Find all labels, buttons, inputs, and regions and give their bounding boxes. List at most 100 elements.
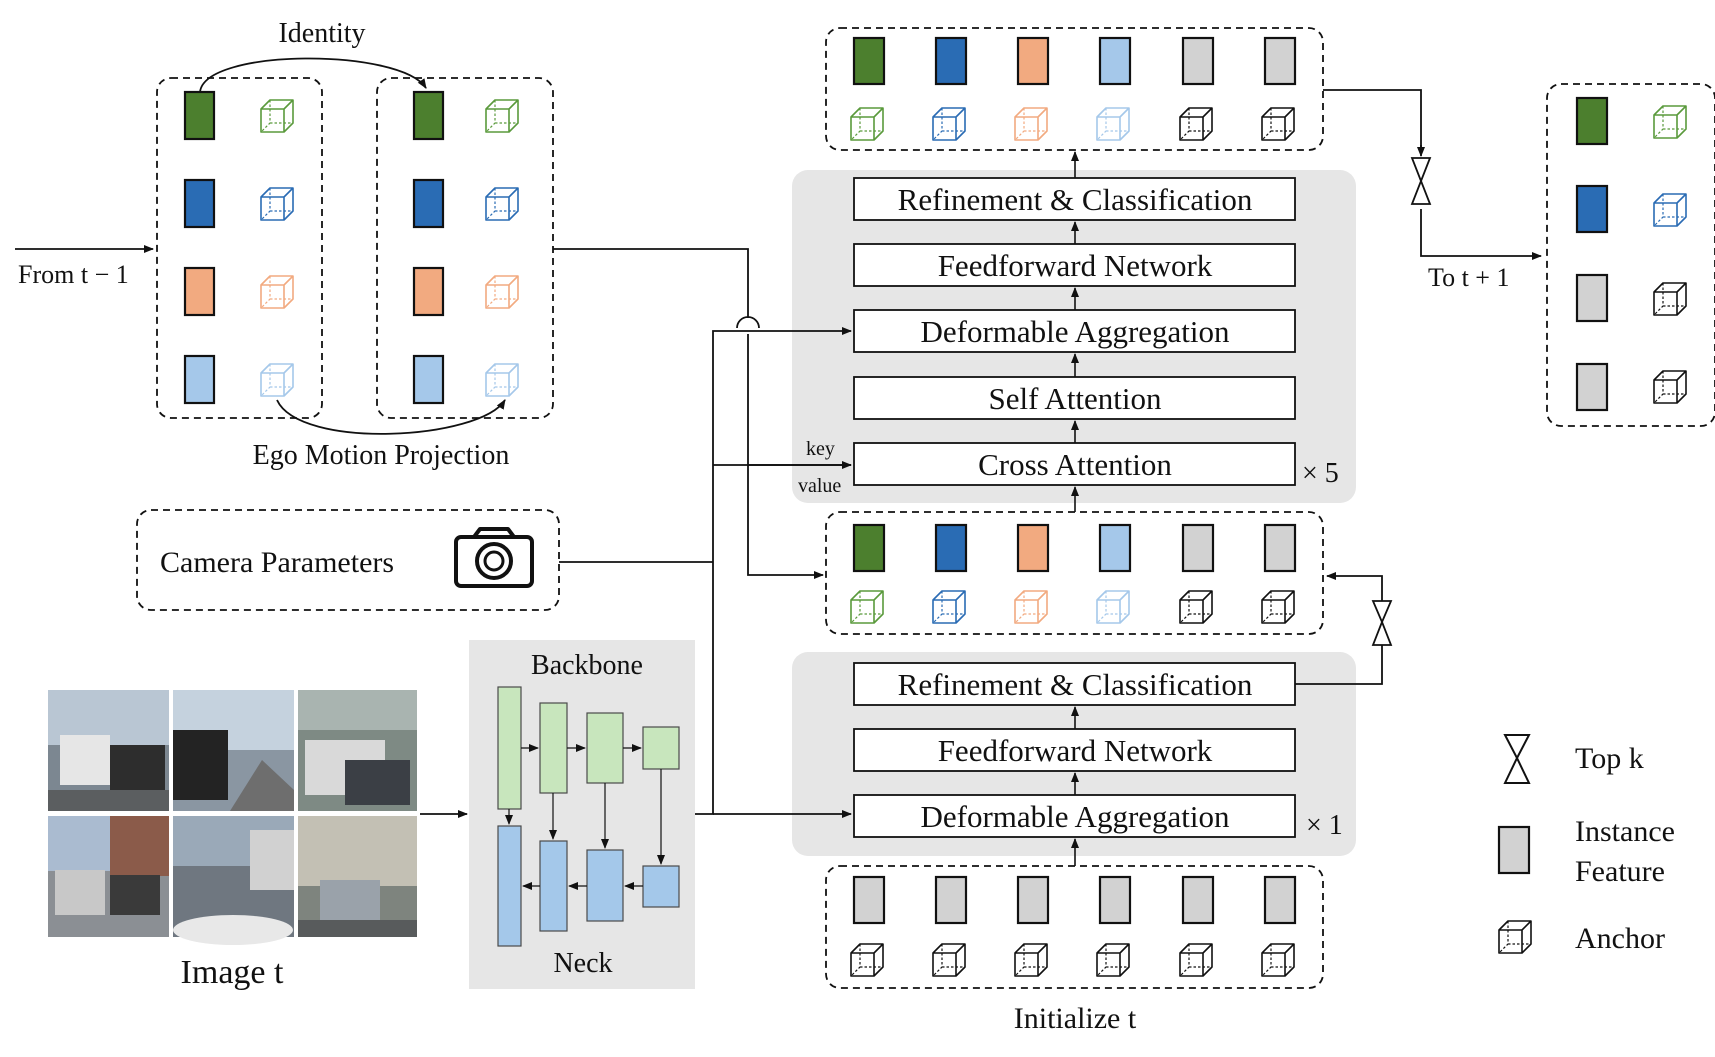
instance-feature <box>1181 523 1215 573</box>
anchor-cube-icon <box>1261 943 1295 977</box>
instance-feature <box>852 523 886 573</box>
topk-hourglass-icon <box>1503 734 1531 784</box>
anchor-cube-icon <box>1261 590 1295 624</box>
instance-feature <box>183 266 216 317</box>
instance-feature <box>412 266 445 317</box>
anchor-cube-icon <box>1179 590 1213 624</box>
instance-feature <box>1263 875 1297 925</box>
anchor-cube-icon <box>1096 107 1130 141</box>
anchor-cube-icon <box>1096 590 1130 624</box>
deformable-block-init <box>853 794 1296 838</box>
instance-feature <box>852 875 886 925</box>
ffn-label-init: Feedforward Network <box>938 733 1213 768</box>
legend-anchor-label: Anchor <box>1575 922 1665 955</box>
anchor-cube-icon <box>1261 107 1295 141</box>
instance-feature <box>1575 184 1609 234</box>
instance-feature <box>1098 36 1132 86</box>
instance-feature <box>412 178 445 229</box>
ego-motion-label: Ego Motion Projection <box>253 440 510 471</box>
cross-attention-block <box>853 442 1296 486</box>
ffn-block <box>853 243 1296 287</box>
self-attention-label: Self Attention <box>988 381 1162 416</box>
anchor-cube-icon <box>485 187 519 221</box>
instance-feature <box>412 90 445 141</box>
neck-label: Neck <box>553 948 612 979</box>
anchor-cube-icon <box>485 363 519 397</box>
backbone-stage <box>497 686 522 810</box>
anchor-cube-icon <box>1653 370 1687 404</box>
legend: Top k Instance Feature Anchor <box>1497 734 1675 955</box>
anchor-cube-icon <box>1179 107 1213 141</box>
camera-parameters-label: Camera Parameters <box>160 546 394 579</box>
anchor-cube-icon <box>1014 590 1048 624</box>
instance-feature <box>1016 523 1050 573</box>
legend-topk-label: Top k <box>1575 742 1644 775</box>
camera-icon <box>454 527 534 588</box>
multi-view-images <box>48 690 417 945</box>
anchor-cube-icon <box>1653 105 1687 139</box>
instance-feature <box>183 178 216 229</box>
instance-feature <box>1263 36 1297 86</box>
repeat-1-label: × 1 <box>1306 810 1343 841</box>
refinement-label: Refinement & Classification <box>898 182 1253 217</box>
ego-motion-arrow <box>276 399 506 435</box>
instance-feature <box>852 36 886 86</box>
refinement-block-init <box>853 662 1296 706</box>
ffn-block-init <box>853 728 1296 772</box>
neck-stage <box>586 849 624 922</box>
anchor-cube-icon <box>1179 943 1213 977</box>
from-prev-label: From t − 1 <box>18 260 129 289</box>
decoder-output-panel <box>825 27 1324 151</box>
instance-feature <box>1575 96 1609 146</box>
anchor-cube-icon <box>260 275 294 309</box>
instance-feature <box>1016 36 1050 86</box>
anchor-cube-icon <box>932 943 966 977</box>
instance-feature <box>934 36 968 86</box>
backbone-stage <box>586 712 624 784</box>
instance-feature <box>1016 875 1050 925</box>
anchor-cube-icon <box>850 590 884 624</box>
backbone-stage <box>642 726 680 770</box>
neck-stage <box>642 865 680 908</box>
image-label: Image t <box>181 954 284 991</box>
anchor-cube-icon <box>932 107 966 141</box>
merged-instances-panel <box>825 511 1324 635</box>
anchor-cube-icon <box>1653 193 1687 227</box>
initial-instances-panel <box>825 865 1324 989</box>
legend-instance-label-2: Feature <box>1575 855 1665 888</box>
anchor-cube-icon <box>1653 282 1687 316</box>
to-next-label: To t + 1 <box>1428 263 1509 292</box>
value-label: value <box>798 475 841 497</box>
anchor-cube-icon <box>1498 920 1532 954</box>
prev-instances-panel <box>156 77 323 419</box>
refinement-label-init: Refinement & Classification <box>898 667 1253 702</box>
instance-feature <box>1181 875 1215 925</box>
ffn-label: Feedforward Network <box>938 248 1213 283</box>
legend-instance-label-1: Instance <box>1575 815 1675 848</box>
instance-feature <box>1181 36 1215 86</box>
self-attention-block <box>853 376 1296 420</box>
anchor-cube-icon <box>1014 943 1048 977</box>
instance-feature <box>1575 273 1609 323</box>
instance-feature <box>934 875 968 925</box>
anchor-cube-icon <box>850 943 884 977</box>
backbone-label: Backbone <box>531 650 643 681</box>
anchor-cube-icon <box>850 107 884 141</box>
neck-stage <box>497 825 522 947</box>
anchor-cube-icon <box>260 187 294 221</box>
anchor-cube-icon <box>260 99 294 133</box>
repeat-5-label: × 5 <box>1302 458 1339 489</box>
cross-attention-label: Cross Attention <box>978 447 1172 482</box>
next-frame-instances-panel <box>1546 83 1715 427</box>
instance-feature <box>183 90 216 141</box>
refinement-block <box>853 177 1296 221</box>
topk-hourglass-icon <box>1371 600 1393 646</box>
anchor-cube-icon <box>485 99 519 133</box>
instance-feature <box>1263 523 1297 573</box>
anchor-cube-icon <box>1096 943 1130 977</box>
anchor-cube-icon <box>260 363 294 397</box>
anchor-cube-icon <box>932 590 966 624</box>
instance-feature <box>1098 875 1132 925</box>
neck-stage <box>539 840 568 932</box>
